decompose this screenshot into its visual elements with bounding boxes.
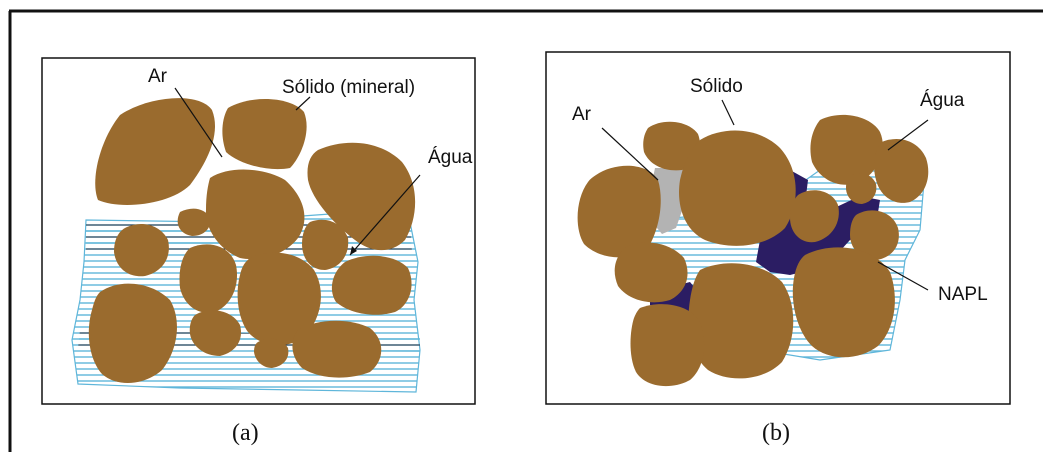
grain [793,247,895,357]
grain [631,304,705,386]
panel-b-caption: (b) [762,420,790,446]
panel-b: Ar Sólido Água NAPL (b) [546,52,1010,446]
grain [332,256,412,315]
grain [615,243,688,303]
panel-a-caption: (a) [232,420,259,446]
grain [292,321,381,378]
grain [679,131,796,246]
panel-a-label-ar: Ar [148,66,168,87]
panel-a: Ar Sólido (mineral) Água (a) [42,58,475,446]
panel-b-label-solido: Sólido [690,76,743,97]
panel-a-label-agua: Água [428,147,473,168]
panel-a-label-solido: Sólido (mineral) [282,77,415,98]
panel-b-label-agua: Água [920,90,965,111]
grain [689,263,794,378]
panel-b-label-ar: Ar [572,104,592,125]
panel-b-label-napl: NAPL [938,284,988,305]
